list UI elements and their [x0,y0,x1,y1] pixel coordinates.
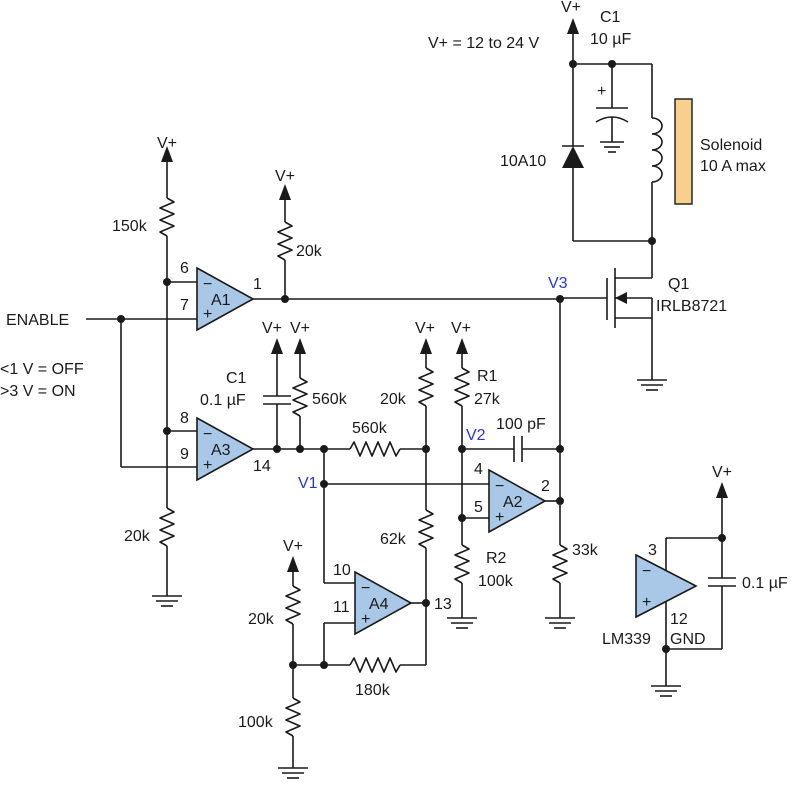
q1-part: IRLB8721 [656,298,727,315]
a3-plus-sign: + [203,457,212,474]
a1-out-pin: 1 [253,276,262,293]
lm339-plus-sign: + [642,594,651,611]
a4-minus-sign: − [361,580,370,597]
a1-minus-pin: 6 [180,260,189,277]
vplus-r1: V+ [451,320,471,337]
a3-opamp [196,416,255,482]
r20k-a4-label: 20k [248,611,275,628]
c1-plus-sign: + [597,83,606,100]
c1-small-value: 0.1 µF [200,392,246,409]
q1-name: Q1 [668,276,689,293]
a1-opamp [196,266,255,332]
a3-name: A3 [211,442,231,459]
r20k-a3-label: 20k [124,528,151,545]
a2-name: A2 [503,494,523,511]
r62k-label: 62k [380,531,407,548]
solenoid-rating: 10 A max [700,158,766,175]
c100pf-label: 100 pF [496,416,546,433]
a2-plus-pin: 5 [474,499,483,516]
a1-section: V+ 150k 6 7 − + A1 1 V+ 20k ENABLE <1 V … [0,135,560,508]
r33k-label: 33k [572,542,599,559]
a3-minus-pin: 8 [180,410,189,427]
c1-small-name: C1 [226,370,247,387]
lm339-name: LM339 [602,631,651,648]
vplus-20k-mid: V+ [415,320,435,337]
a3-section: 8 9 − + A3 14 20k V+ C1 0.1 µF V+ 560k [120,319,350,607]
a2-minus-pin: 4 [474,461,483,478]
a4-name: A4 [369,596,389,613]
a4-out-pin: 13 [434,596,452,613]
r2-value: 100k [478,573,514,590]
mosfet-q1: Q1 IRLB8721 [560,241,727,391]
r1-name: R1 [477,368,498,385]
r20k-a1-label: 20k [296,243,323,260]
a1-plus-sign: + [203,306,212,323]
a1-plus-pin: 7 [180,297,189,314]
a2-out-pin: 2 [541,478,550,495]
supply-section: V+ V+ = 12 to 24 V + C1 10 µF 10A10 Sole… [428,0,766,245]
node-v1: V1 [298,475,318,492]
vplus-560k: V+ [290,320,310,337]
lm339-vcc-pin: 3 [648,542,657,559]
node-v3: V3 [548,275,568,292]
c1-big-name: C1 [600,9,621,26]
solenoid-core [674,98,693,205]
a4-section: 10 11 − + A4 13 180k V+ 20k 100k [238,538,452,779]
c-decouple-label: 0.1 µF [742,575,788,592]
r2-name: R2 [486,550,507,567]
lm339-gnd-label: GND [670,631,706,648]
vplus-20k-a1: V+ [275,168,295,185]
vplus-150k: V+ [157,135,177,152]
diode-label: 10A10 [500,153,546,170]
vplus-lm339: V+ [712,464,732,481]
a4-plus-pin: 11 [333,599,350,616]
vplus-c1-small: V+ [262,320,282,337]
r560k-v-label: 560k [312,391,348,408]
a2-opamp [488,468,547,534]
r100k-a4-label: 100k [238,714,274,731]
a3-minus-sign: − [203,426,212,443]
r1-value: 27k [474,391,501,408]
r20k-mid-label: 20k [380,391,407,408]
lm339-gnd-pin: 12 [670,611,688,628]
enable-on-label: >3 V = ON [0,383,76,400]
enable-off-label: <1 V = OFF [0,361,84,378]
vplus-main: V+ [561,0,581,16]
a4-plus-sign: + [361,611,370,628]
a2-plus-sign: + [495,509,504,526]
middle-network: 560k V+ 20k 62k V1 V+ R1 27k V2 [298,320,564,665]
a3-plus-pin: 9 [180,446,189,463]
lm339-minus-sign: − [642,563,651,580]
r150k-label: 150k [112,218,148,235]
enable-label: ENABLE [6,312,69,329]
a3-out-pin: 14 [253,458,271,475]
a2-minus-sign: − [495,478,504,495]
r180k-label: 180k [355,682,391,699]
c1-big-value: 10 µF [590,31,631,48]
r560k-h-label: 560k [352,420,388,437]
a2-section: 4 5 − + A2 2 V3 33k [462,275,599,629]
supply-range-label: V+ = 12 to 24 V [428,35,540,52]
a4-opamp [354,570,413,636]
a1-minus-sign: − [203,276,212,293]
solenoid-name: Solenoid [700,137,762,154]
lm339-section: − + 3 12 GND LM339 V+ 0.1 µF [602,464,788,697]
vplus-20k-a4: V+ [283,538,303,555]
a4-minus-pin: 10 [333,562,351,579]
a1-name: A1 [211,292,231,309]
node-v2: V2 [466,427,486,444]
